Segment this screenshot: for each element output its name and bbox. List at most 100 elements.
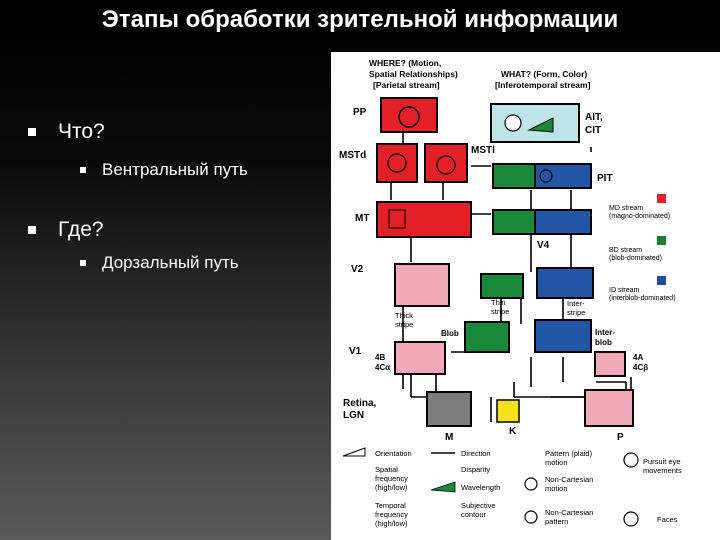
key-spatial-3: (high/low): [375, 483, 408, 492]
mt-label: MT: [355, 213, 369, 224]
md-stream-swatch: [657, 194, 666, 203]
md-stream-sub: (magno-dominated): [609, 213, 670, 220]
v4-green-box: [492, 209, 536, 235]
v2-label: V2: [351, 264, 364, 275]
v2-thick-stripe-box: [394, 263, 450, 307]
wavelength-icon: [527, 117, 554, 133]
thin-stripe-label: stripe: [491, 307, 509, 316]
v1-4b-box: [394, 341, 446, 375]
pit-blue-box: [534, 163, 592, 189]
noncart-motion-key-icon: [524, 477, 538, 491]
mstl-box: [424, 143, 468, 183]
key-noncart-motion-2: motion: [545, 484, 568, 493]
bullet-what-label: Что?: [58, 120, 105, 143]
where-header-2: Spatial Relationships): [369, 69, 458, 79]
key-spatial: Spatial: [375, 465, 398, 474]
key-subjective: Subjective: [461, 501, 496, 510]
bullet-where-label: Где?: [58, 218, 104, 241]
orientation-icon: [342, 447, 366, 457]
noncartesian-motion-icon: [387, 153, 407, 173]
bullet-square-icon: [80, 167, 86, 173]
v1-blob-box: [464, 321, 510, 353]
bullet-square-icon: [28, 226, 36, 234]
k-label: K: [509, 426, 517, 437]
faces-icon: [504, 114, 522, 132]
m-label: M: [445, 432, 453, 443]
v1-label: V1: [349, 346, 362, 357]
l4a-label: 4A: [633, 353, 643, 362]
key-temporal: Temporal: [375, 501, 406, 510]
v1-4a-box: [594, 351, 626, 377]
key-noncart-motion: Non-Cartesian: [545, 475, 593, 484]
key-pursuit-2: movements: [643, 466, 682, 475]
bd-stream-label: BD stream: [609, 247, 642, 254]
id-stream-sub: (interblob-dominated): [609, 295, 676, 302]
interblob-label: Inter-: [595, 328, 615, 337]
l4ca-label: 4Cα: [375, 363, 390, 372]
key-temporal-2: frequency: [375, 510, 408, 519]
cit-label: CIT: [585, 125, 601, 136]
where-header: WHERE? (Motion,: [369, 58, 441, 68]
pp-label: PP: [353, 107, 367, 118]
bullet-where: Где?: [28, 218, 104, 242]
key-disparity: Disparity: [461, 465, 490, 474]
bullet-dorsal-label: Дорзальный путь: [102, 253, 239, 272]
id-stream-swatch: [657, 276, 666, 285]
key-pursuit: Pursuit eye: [643, 457, 681, 466]
noncartesian-pattern-icon: [539, 169, 553, 183]
thin-label: Thin: [491, 298, 506, 307]
pit-label: PIT: [597, 173, 613, 184]
symbol-key: Orientation Direction Pattern (plaid) mo…: [342, 447, 682, 528]
lgn-label: LGN: [343, 410, 364, 421]
pattern-motion-icon: [388, 209, 406, 229]
slide-title: Этапы обработки зрительной информации: [101, 6, 619, 33]
mt-box: [376, 201, 472, 238]
mstl-label: MSTl: [471, 145, 495, 156]
inter-stripe-label: stripe: [567, 308, 585, 317]
bullet-dorsal: Дорзальный путь: [80, 253, 239, 273]
bullet-what: Что?: [28, 120, 105, 144]
m-cells-box: [426, 391, 472, 427]
ait-cit-box: [490, 103, 580, 143]
key-wavelength: Wavelength: [461, 483, 500, 492]
key-noncart-pattern: Non-Cartesian: [545, 508, 593, 517]
pit-green-box: [492, 163, 536, 189]
pursuit-icon: [398, 106, 420, 128]
what-header-2: [Inferotemporal stream]: [495, 80, 591, 90]
l4cb-label: 4Cβ: [633, 363, 648, 372]
bd-stream-swatch: [657, 236, 666, 245]
inter-label: Inter-: [567, 299, 585, 308]
v4-blue-box: [534, 209, 592, 235]
v2-thin-stripe-box: [480, 273, 524, 299]
pursuit-key-icon: [623, 452, 639, 468]
v2-interstripe-box: [536, 267, 594, 299]
p-label: P: [617, 432, 624, 443]
bd-stream-sub: (blob-dominated): [609, 255, 662, 262]
wavelength-key-icon: [430, 481, 456, 493]
ait-label: AIT,: [585, 112, 603, 123]
key-noncart-pattern-2: pattern: [545, 517, 568, 526]
k-cells-box: [496, 399, 520, 423]
key-pattern: Pattern (plaid): [545, 449, 593, 458]
v4-label: V4: [537, 240, 550, 251]
key-subjective-2: contour: [461, 510, 487, 519]
id-stream-label: ID stream: [609, 287, 640, 294]
bullet-square-icon: [28, 128, 36, 136]
mstd-label: MSTd: [339, 150, 366, 161]
bullet-ventral: Вентральный путь: [80, 160, 248, 180]
bullet-ventral-label: Вентральный путь: [102, 160, 248, 179]
pursuit-icon-2: [436, 155, 456, 175]
md-stream-label: MD stream: [609, 205, 643, 212]
blob-label: Blob: [441, 329, 459, 338]
v1-interblob-box: [534, 319, 592, 353]
thick-stripe-label: stripe: [395, 320, 413, 329]
where-header-3: [Parietal stream]: [373, 80, 440, 90]
key-direction: Direction: [461, 449, 491, 458]
key-faces: Faces: [657, 515, 678, 524]
l4b-label: 4B: [375, 353, 385, 362]
noncart-pattern-key-icon: [524, 510, 538, 524]
key-spatial-2: frequency: [375, 474, 408, 483]
visual-pathways-diagram: WHERE? (Motion, Spatial Relationships) […: [331, 52, 720, 540]
key-orientation: Orientation: [375, 449, 412, 458]
thick-label: Thick: [395, 311, 413, 320]
